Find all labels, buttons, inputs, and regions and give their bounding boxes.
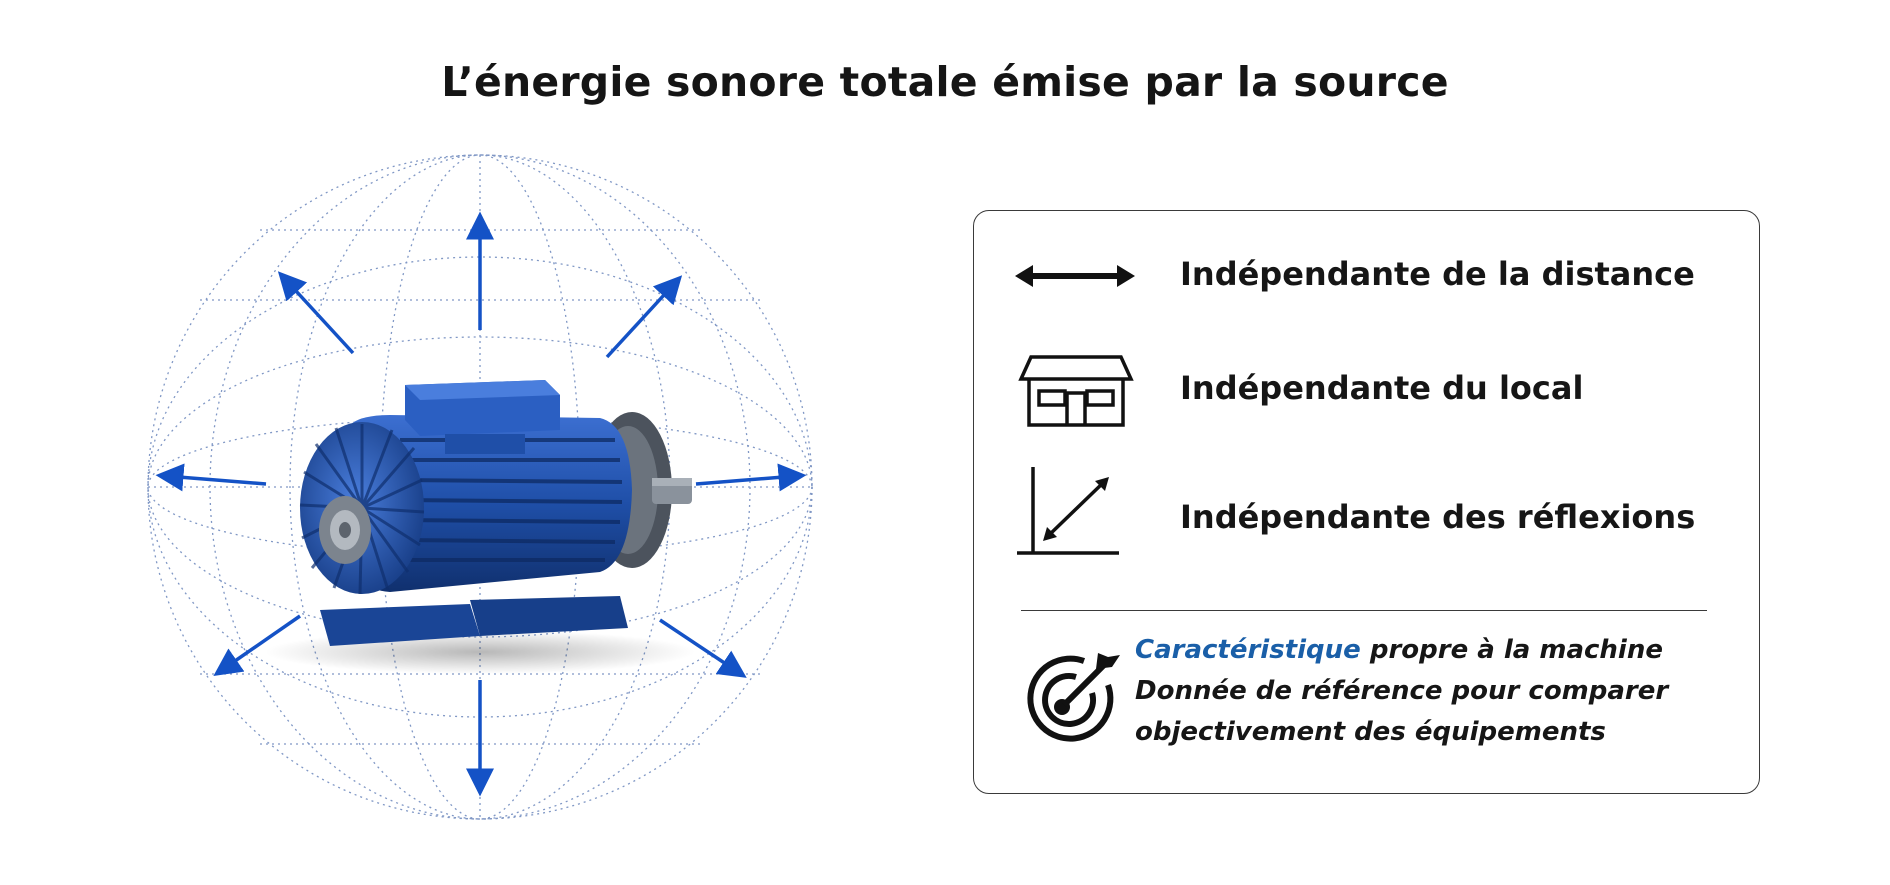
note-keyword: Caractéristique — [1135, 635, 1361, 665]
arrow-down-left — [213, 614, 301, 676]
note-line-2: Donnée de référence pour comparer — [1135, 676, 1669, 706]
arrow-right — [695, 463, 807, 492]
note-line-1: Caractéristique propre à la machine — [1135, 630, 1668, 671]
property-label-reflections: Indépendante des réflexions — [1180, 498, 1696, 536]
house-icon — [1018, 355, 1134, 427]
page-title: L’énergie sonore totale émise par la sou… — [441, 58, 1449, 106]
note-line-3: objectivement des équipements — [1135, 717, 1606, 747]
arrow-left — [155, 463, 267, 492]
motor-radiation-illustration — [147, 154, 813, 820]
arrow-down-right — [659, 618, 747, 678]
reflection-graph-icon — [1017, 467, 1119, 555]
card-divider — [1021, 610, 1707, 611]
note-line-1-rest: propre à la machine — [1369, 635, 1663, 665]
property-label-local: Indépendante du local — [1180, 369, 1584, 407]
electric-motor — [265, 380, 695, 674]
double-arrow-icon — [1015, 265, 1135, 287]
reference-note: Caractéristique propre à la machine Donn… — [1135, 630, 1668, 753]
property-label-distance: Indépendante de la distance — [1180, 255, 1695, 293]
arrow-up-left — [277, 271, 355, 355]
arrow-up-right — [605, 275, 683, 359]
properties-card: Indépendante de la distance Indépendante… — [973, 210, 1760, 794]
radiation-arrows — [155, 211, 807, 797]
target-icon — [1027, 653, 1120, 742]
